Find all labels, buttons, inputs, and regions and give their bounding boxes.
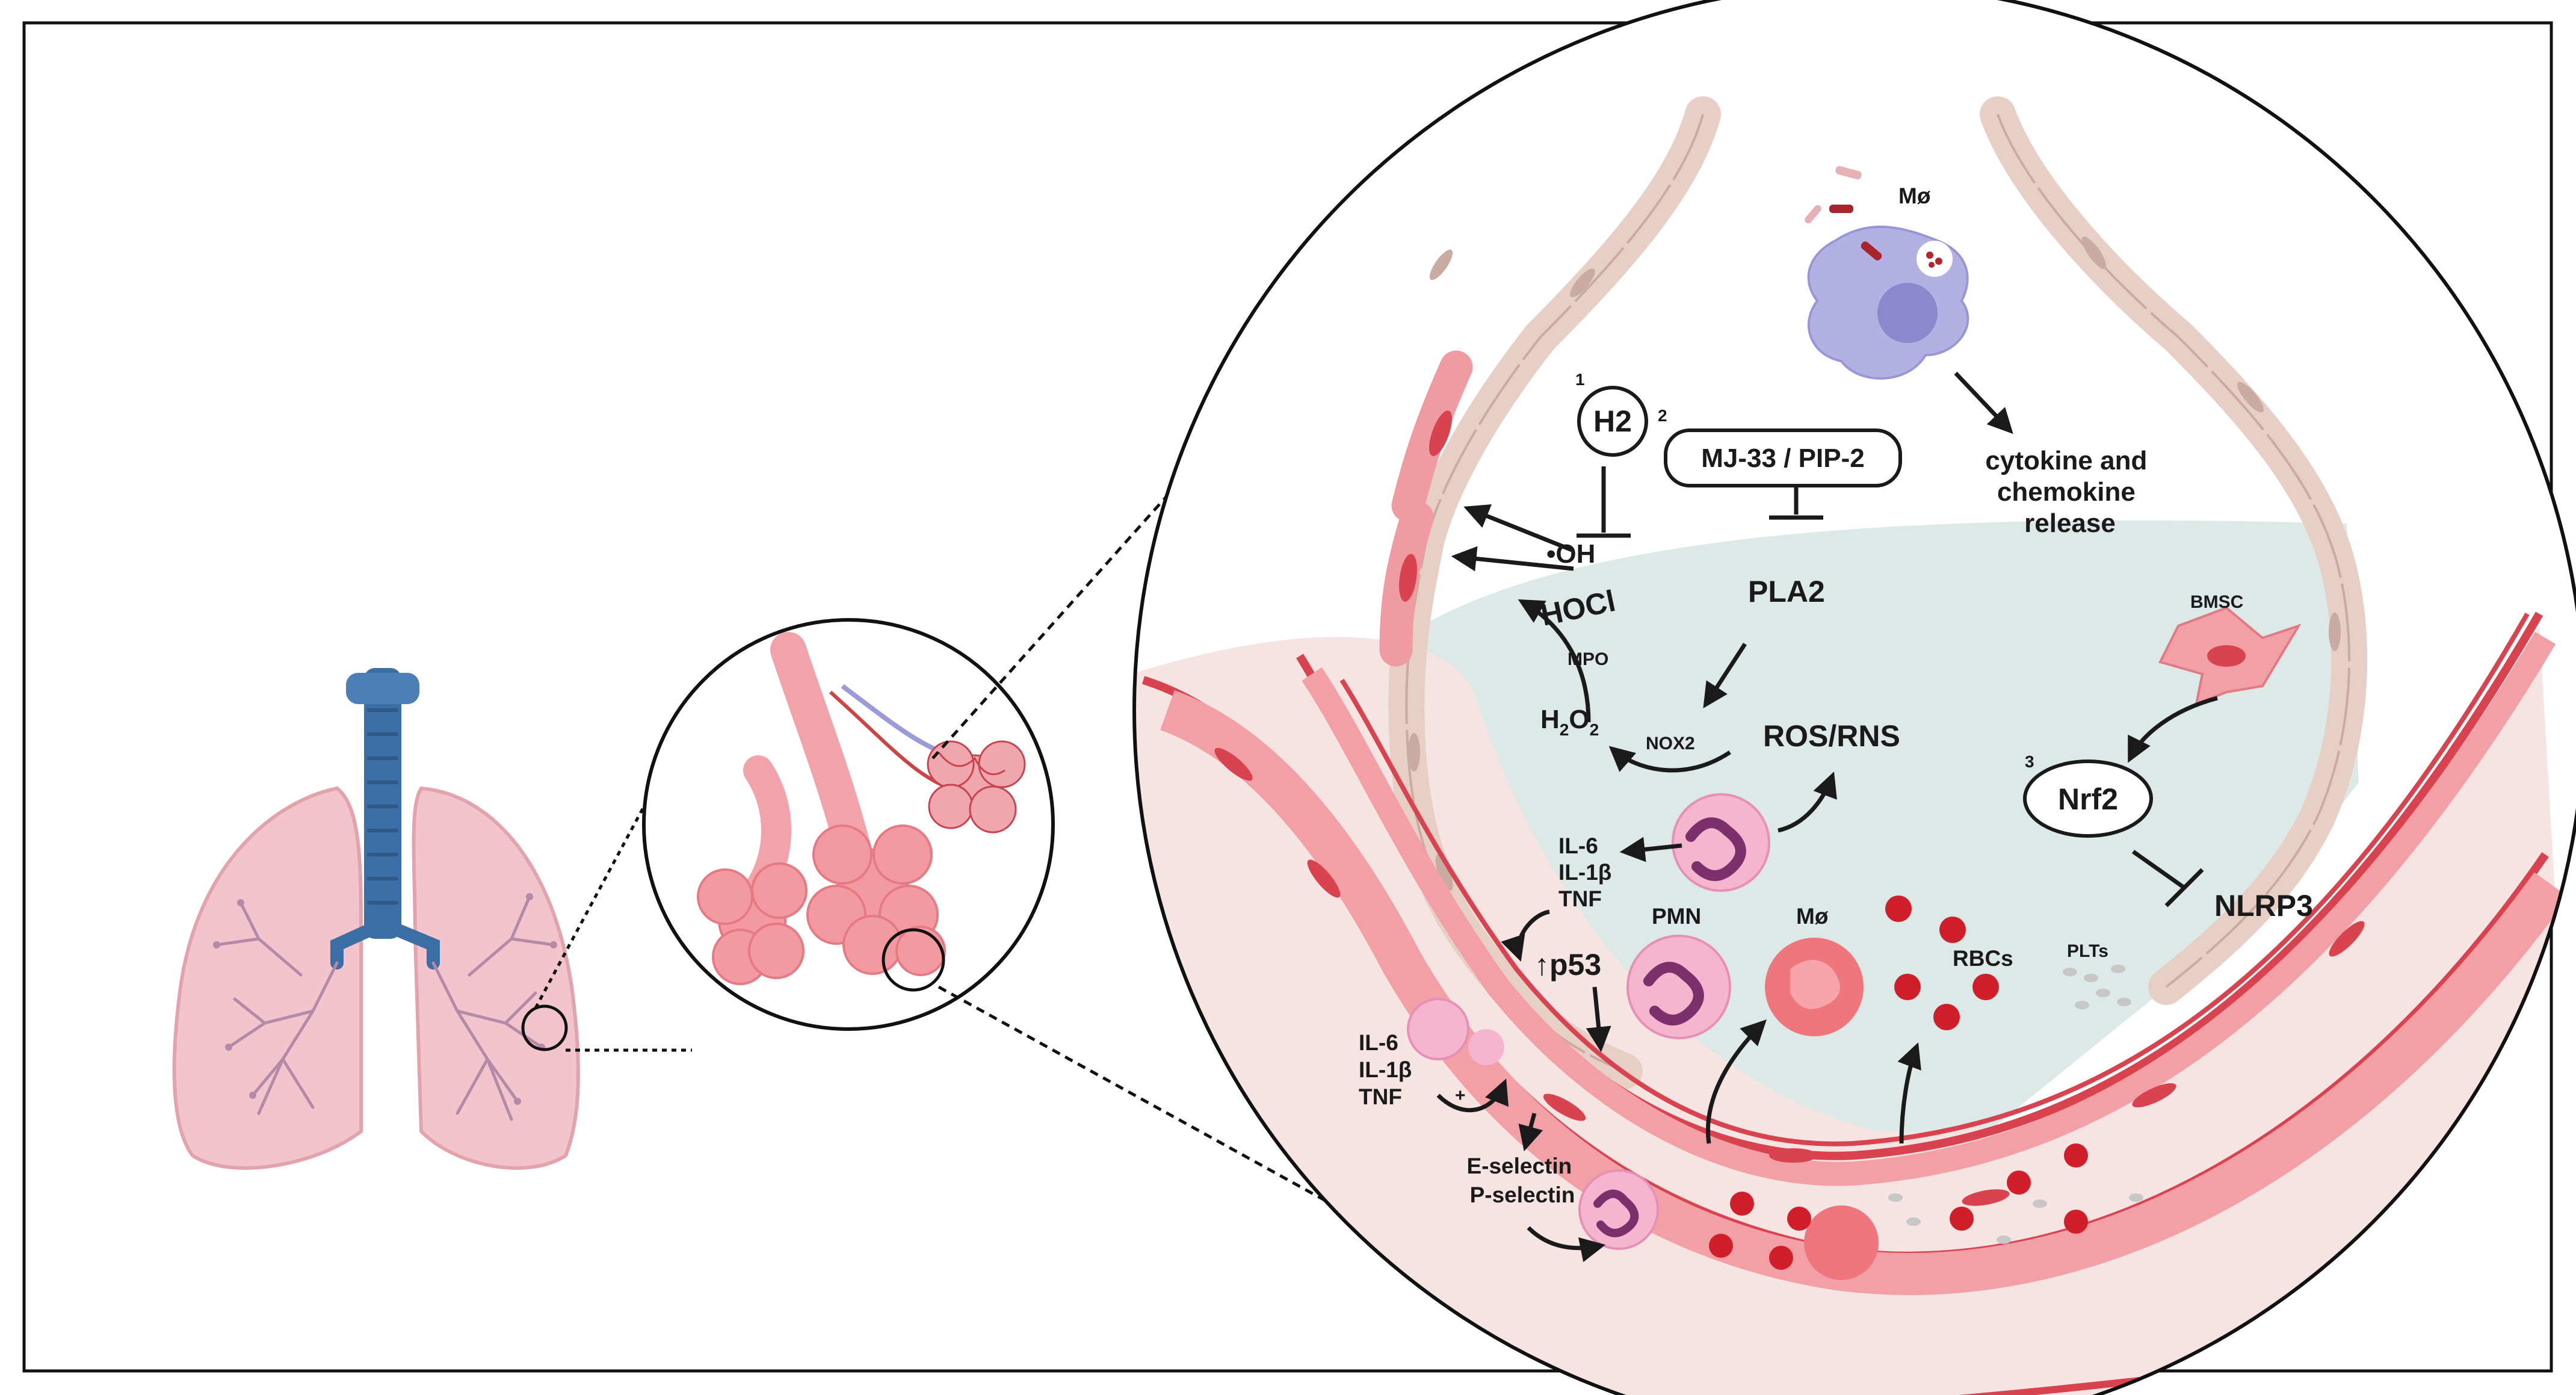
macrophage-top <box>1805 165 1969 380</box>
label-p53: ↑p53 <box>1534 948 1601 982</box>
label-h2o2: H2O2 <box>1540 705 1599 739</box>
label-num-3: 3 <box>2025 752 2034 771</box>
label-cytokines-upper: IL-6 IL-1β TNF <box>1558 834 1618 911</box>
label-nlrp3: NLRP3 <box>2214 889 2313 923</box>
leukocytes-rolling <box>1407 998 1879 1280</box>
mj33-box <box>1664 428 1902 487</box>
label-macrophage-top: Mø <box>1898 184 1931 208</box>
labels: Mø cytokine and chemokine release 1 H2 2… <box>1359 184 2313 1207</box>
alveoli-zoom-circle <box>642 618 1055 1031</box>
label-num-2: 2 <box>1658 406 1667 425</box>
bmsc-cell <box>2158 606 2302 707</box>
selectin-p: P-selectin <box>1470 1183 1575 1207</box>
label-mj33: MJ-33 / PIP-2 <box>1701 444 1864 473</box>
neutrophil-ros <box>1672 793 1770 892</box>
cyto-upper-2: IL-1β <box>1558 860 1611 885</box>
cyto-upper-3: TNF <box>1558 886 1602 911</box>
lung-zoom-marker <box>521 1004 568 1051</box>
alveolar-capillary-detail <box>1132 0 2576 1395</box>
nrf2-ellipse <box>2023 759 2153 838</box>
label-num-1: 1 <box>1575 370 1585 389</box>
platelets <box>2063 965 2131 1009</box>
rbcs-alveolus <box>1885 895 1999 1030</box>
cyto-lower-3: TNF <box>1359 1084 1402 1109</box>
cytokine-line-2: chemokine <box>1997 477 2136 507</box>
label-bmsc: BMSC <box>2190 592 2243 612</box>
cytokine-line-3: release <box>2024 509 2116 538</box>
label-macrophage-mid: Mø <box>1796 904 1829 929</box>
macrophage-mid <box>1765 938 1864 1036</box>
label-cytokines-lower: IL-6 IL-1β TNF <box>1359 1030 1418 1109</box>
selectin-e: E-selectin <box>1466 1154 1572 1178</box>
label-selectins: E-selectin P-selectin <box>1466 1154 1578 1207</box>
label-h2: H2 <box>1593 404 1632 438</box>
cyto-upper-1: IL-6 <box>1558 834 1598 858</box>
capillary-lumen <box>1134 626 2576 1395</box>
pathway-arrows <box>1436 371 2218 1263</box>
label-pmn: PMN <box>1652 904 1701 929</box>
label-plts: PLTs <box>2067 941 2108 961</box>
cytokine-line-1: cytokine and <box>1985 446 2147 475</box>
pmn-cell <box>1626 935 1731 1039</box>
cyto-lower-1: IL-6 <box>1359 1030 1398 1055</box>
alveolus-zoom-marker <box>882 928 945 992</box>
label-pla2: PLA2 <box>1748 575 1825 608</box>
label-plus: + <box>1455 1086 1466 1106</box>
lungs-illustration <box>172 668 580 1170</box>
left-lung <box>172 786 363 1170</box>
label-ros-rns: ROS/RNS <box>1763 719 1900 753</box>
rbcs-capillary <box>1709 1143 2088 1270</box>
label-cytokine-release: cytokine and chemokine release <box>1985 446 2154 538</box>
label-nox2: NOX2 <box>1646 734 1695 753</box>
cyto-lower-2: IL-1β <box>1359 1057 1412 1082</box>
label-oh: •OH <box>1546 539 1595 569</box>
label-rbcs: RBCs <box>1953 946 2013 971</box>
label-mpo: MPO <box>1568 649 1608 669</box>
h2-circle <box>1577 386 1648 457</box>
label-nrf2: Nrf2 <box>2058 782 2118 816</box>
right-lung <box>412 786 580 1170</box>
